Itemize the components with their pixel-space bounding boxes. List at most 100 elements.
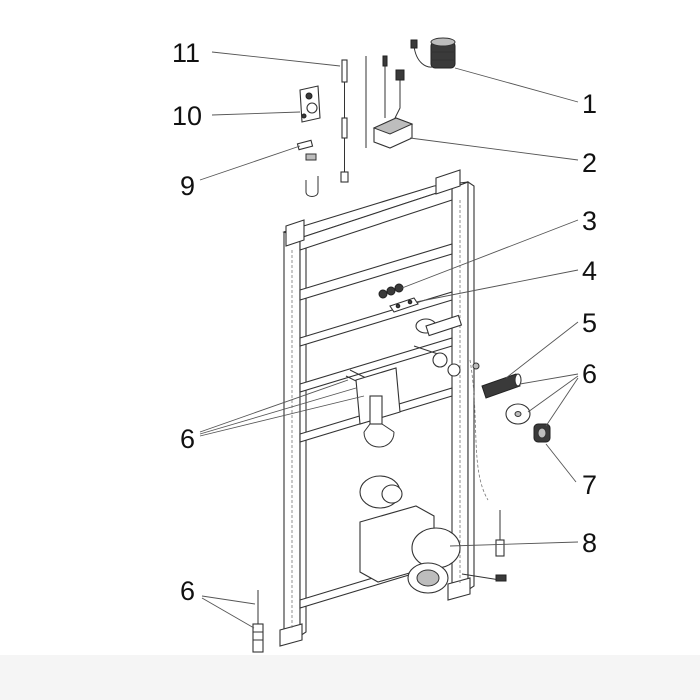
leader-lines bbox=[199, 51, 579, 629]
cable-2-connector bbox=[382, 55, 388, 67]
leader-5 bbox=[505, 321, 579, 379]
rod-top-cap bbox=[341, 59, 348, 83]
screw-1 bbox=[378, 289, 388, 299]
center-bolt-a bbox=[413, 345, 439, 355]
fitting-pin bbox=[296, 139, 314, 151]
threaded-pipe-end bbox=[514, 373, 522, 387]
leader-6b-1 bbox=[199, 379, 349, 433]
part-10-valve-plate bbox=[299, 85, 321, 123]
frame-left-upright-side bbox=[299, 224, 307, 638]
flange-tube bbox=[425, 314, 463, 337]
leader-2 bbox=[409, 137, 579, 161]
leader-11 bbox=[211, 51, 341, 67]
frame-foot-left bbox=[279, 623, 303, 647]
cable-3-connector bbox=[395, 69, 405, 81]
frame-crossbar-1 bbox=[299, 243, 453, 301]
rod-mid-sleeve bbox=[341, 117, 348, 139]
leader-6c-1 bbox=[201, 595, 256, 605]
callout-10: 10 bbox=[172, 101, 202, 131]
anchor-bolts-right bbox=[495, 510, 505, 557]
frame-right-upright bbox=[451, 181, 469, 597]
gasket-hole-1 bbox=[395, 303, 401, 309]
callout-8: 8 bbox=[582, 528, 597, 558]
supply-flange bbox=[415, 314, 489, 501]
part-7-nut bbox=[533, 423, 551, 443]
drain-elbow-opening bbox=[381, 484, 403, 504]
callout-9: 9 bbox=[180, 171, 195, 201]
frame-top-cap-right bbox=[435, 169, 461, 195]
frame-top-cap-left bbox=[285, 219, 305, 247]
screw-2 bbox=[386, 286, 396, 296]
small-washer bbox=[472, 362, 480, 370]
bracket-hook bbox=[363, 431, 395, 448]
part-6-anchor-bottom-left bbox=[252, 590, 264, 653]
callout-11: 11 bbox=[172, 38, 200, 68]
part-1-push-button bbox=[430, 37, 456, 69]
center-washer-a bbox=[432, 352, 448, 368]
valve-plate-hole-2 bbox=[301, 113, 307, 119]
valve-plate-knob bbox=[306, 102, 318, 114]
leader-6c-2 bbox=[201, 597, 255, 629]
leader-6a-3 bbox=[545, 377, 579, 427]
callout-7: 7 bbox=[582, 470, 597, 500]
bottom-band bbox=[0, 655, 700, 700]
cable-3 bbox=[394, 74, 401, 119]
leader-6b-3 bbox=[199, 395, 365, 437]
part-6-washer-right bbox=[505, 403, 531, 425]
washer-hole bbox=[514, 411, 522, 417]
callout-6-left: 6 bbox=[180, 424, 195, 454]
nut-face bbox=[537, 427, 547, 439]
callout-labels: 11 10 9 1 2 3 4 5 6 6 7 8 6 bbox=[172, 38, 597, 606]
leader-4 bbox=[415, 269, 579, 303]
frame-right-upright-side bbox=[467, 180, 475, 592]
fitting-u-bracket bbox=[305, 176, 319, 197]
anchor-bottom-plug bbox=[252, 623, 264, 653]
callout-6-bottom: 6 bbox=[180, 576, 195, 606]
leader-6b-2 bbox=[199, 387, 357, 435]
leader-1 bbox=[454, 67, 579, 103]
leader-10 bbox=[211, 111, 301, 116]
screw-3 bbox=[394, 283, 404, 293]
leader-3 bbox=[401, 219, 579, 289]
leader-6a-1 bbox=[519, 373, 579, 385]
cable-4-connector bbox=[410, 39, 418, 49]
rod-bottom-end bbox=[340, 171, 349, 183]
fitting-clip bbox=[305, 153, 317, 161]
part-4-gasket-plate bbox=[389, 297, 419, 313]
leader-9 bbox=[199, 145, 301, 181]
callout-6-right: 6 bbox=[582, 359, 597, 389]
drain-outlet-bore bbox=[416, 569, 440, 587]
drain-cable-plug bbox=[495, 574, 507, 582]
bracket-hook-right bbox=[381, 423, 395, 433]
valve-plate-hole-1 bbox=[305, 92, 313, 100]
drain-cable bbox=[461, 573, 501, 581]
part-5-threaded-pipe bbox=[472, 362, 522, 399]
callout-4: 4 bbox=[582, 256, 597, 286]
control-box-top bbox=[372, 117, 414, 135]
part-2-control-box bbox=[372, 117, 414, 149]
frame-foot-right bbox=[447, 577, 471, 601]
push-button-top bbox=[430, 37, 456, 47]
hose-dashed bbox=[469, 359, 489, 501]
part-8-drain-assembly bbox=[359, 475, 507, 594]
drain-outlet-elbow bbox=[411, 527, 461, 569]
frame-top-bar-face bbox=[299, 187, 453, 251]
center-washer-b bbox=[447, 363, 461, 377]
part-9-fittings bbox=[296, 139, 319, 197]
bracket-hook-left bbox=[363, 423, 371, 433]
leader-8 bbox=[449, 541, 579, 547]
center-bolts bbox=[413, 345, 461, 377]
callout-1: 1 bbox=[582, 89, 597, 119]
leader-7 bbox=[545, 443, 577, 483]
anchor-bolt-plug bbox=[495, 539, 505, 557]
part-3-screws bbox=[378, 283, 404, 299]
leader-6a-2 bbox=[527, 375, 579, 413]
mounting-bracket bbox=[355, 367, 401, 448]
frame-left-upright bbox=[283, 225, 301, 643]
callout-5: 5 bbox=[582, 308, 597, 338]
bracket-stem bbox=[369, 395, 383, 425]
part-11-rod bbox=[340, 59, 349, 183]
threaded-pipe-body bbox=[481, 373, 521, 399]
